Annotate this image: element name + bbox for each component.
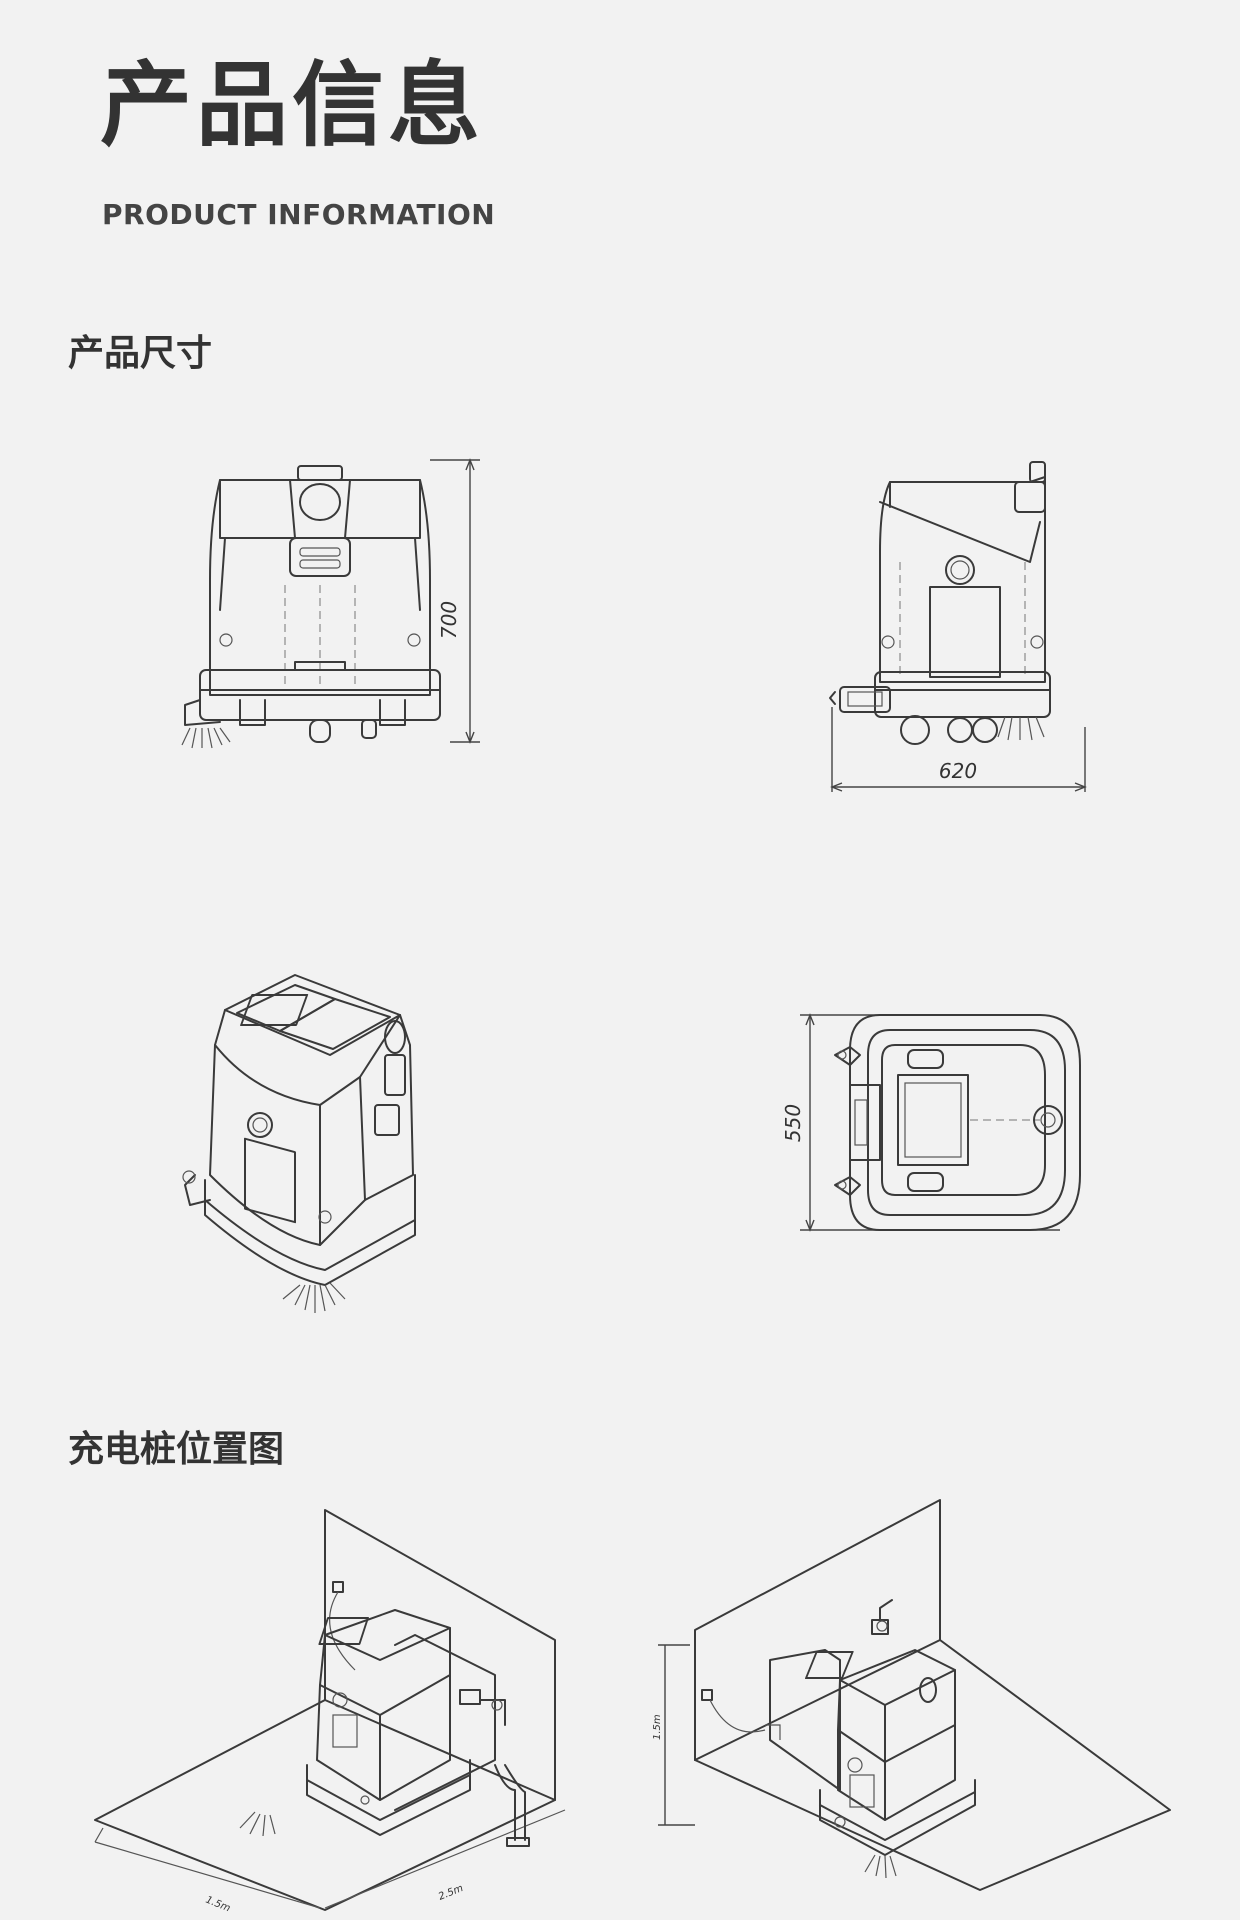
dimension-height-label: 700 [437,601,461,639]
side-view-drawing: 620 [829,461,1087,792]
charging-dim-left-a: 1.5m [204,1895,232,1915]
charging-scene-left: 1.5m 2.5m [94,1509,566,1914]
section-title-size: 产品尺寸 [68,333,213,374]
page-title: 产品信息 [100,52,485,159]
dimension-width-label: 550 [781,1104,805,1142]
charging-dim-right-height: 1.5m [652,1714,663,1740]
page-subtitle: PRODUCT INFORMATION [102,198,496,231]
front-view-drawing: 700 [181,458,480,749]
isometric-view-drawing [182,974,416,1313]
top-view-drawing: 550 [781,1013,1081,1232]
section-title-charging: 充电桩位置图 [68,1429,285,1470]
dimension-length-label: 620 [939,759,977,783]
charging-dim-left-b: 2.5m [437,1883,465,1903]
charging-scene-right: 1.5m [652,1499,1171,1891]
